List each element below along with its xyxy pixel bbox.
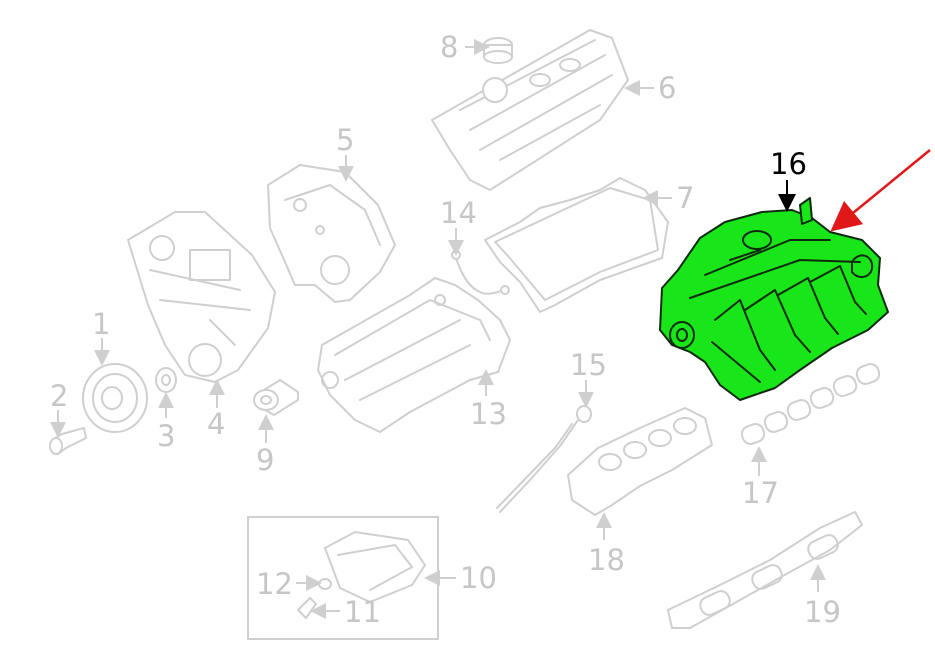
- part-4-front-cover: [127, 211, 276, 383]
- callout-8: 8: [440, 30, 458, 64]
- part-17-gaskets: [740, 363, 881, 445]
- part-18-lower-manifold: [567, 407, 713, 516]
- callout-9: 9: [256, 443, 274, 477]
- part-19-exhaust-gasket: [667, 511, 863, 629]
- callout-10: 10: [460, 561, 497, 595]
- part-3-washer: [155, 367, 177, 393]
- part-2-bolt: [49, 427, 87, 455]
- highlight-arrow: [830, 149, 931, 232]
- callout-3: 3: [157, 419, 175, 453]
- callout-7: 7: [676, 181, 694, 215]
- callout-2: 2: [50, 379, 68, 413]
- callout-12: 12: [256, 567, 293, 601]
- callout-18: 18: [588, 543, 625, 577]
- leaders: [50, 39, 931, 619]
- callout-1: 1: [92, 307, 110, 341]
- callout-5: 5: [336, 123, 354, 157]
- part-16-intake-manifold: [659, 197, 889, 401]
- callout-4: 4: [207, 407, 225, 441]
- callout-6: 6: [658, 71, 676, 105]
- part-6-valve-cover: [431, 29, 629, 191]
- part-5-timing-cover: [267, 164, 396, 303]
- callout-19: 19: [804, 595, 841, 629]
- callout-17: 17: [742, 476, 779, 510]
- callout-11: 11: [344, 595, 381, 629]
- callout-16: 16: [770, 147, 807, 181]
- part-15-dipstick: [496, 405, 592, 513]
- part-8-oil-filler-cap: [483, 37, 513, 64]
- callout-labels: 1 2 3 4 5 6 7 8 9 10 11 12 13 14 15 16 1…: [50, 30, 841, 629]
- part-9-oil-filter: [253, 379, 299, 416]
- callout-14: 14: [440, 196, 477, 230]
- part-13-oil-pan: [317, 277, 511, 433]
- part-7-gasket: [484, 177, 669, 313]
- part-1-crank-pulley: [82, 363, 148, 433]
- callout-13: 13: [470, 397, 507, 431]
- callout-15: 15: [570, 348, 607, 382]
